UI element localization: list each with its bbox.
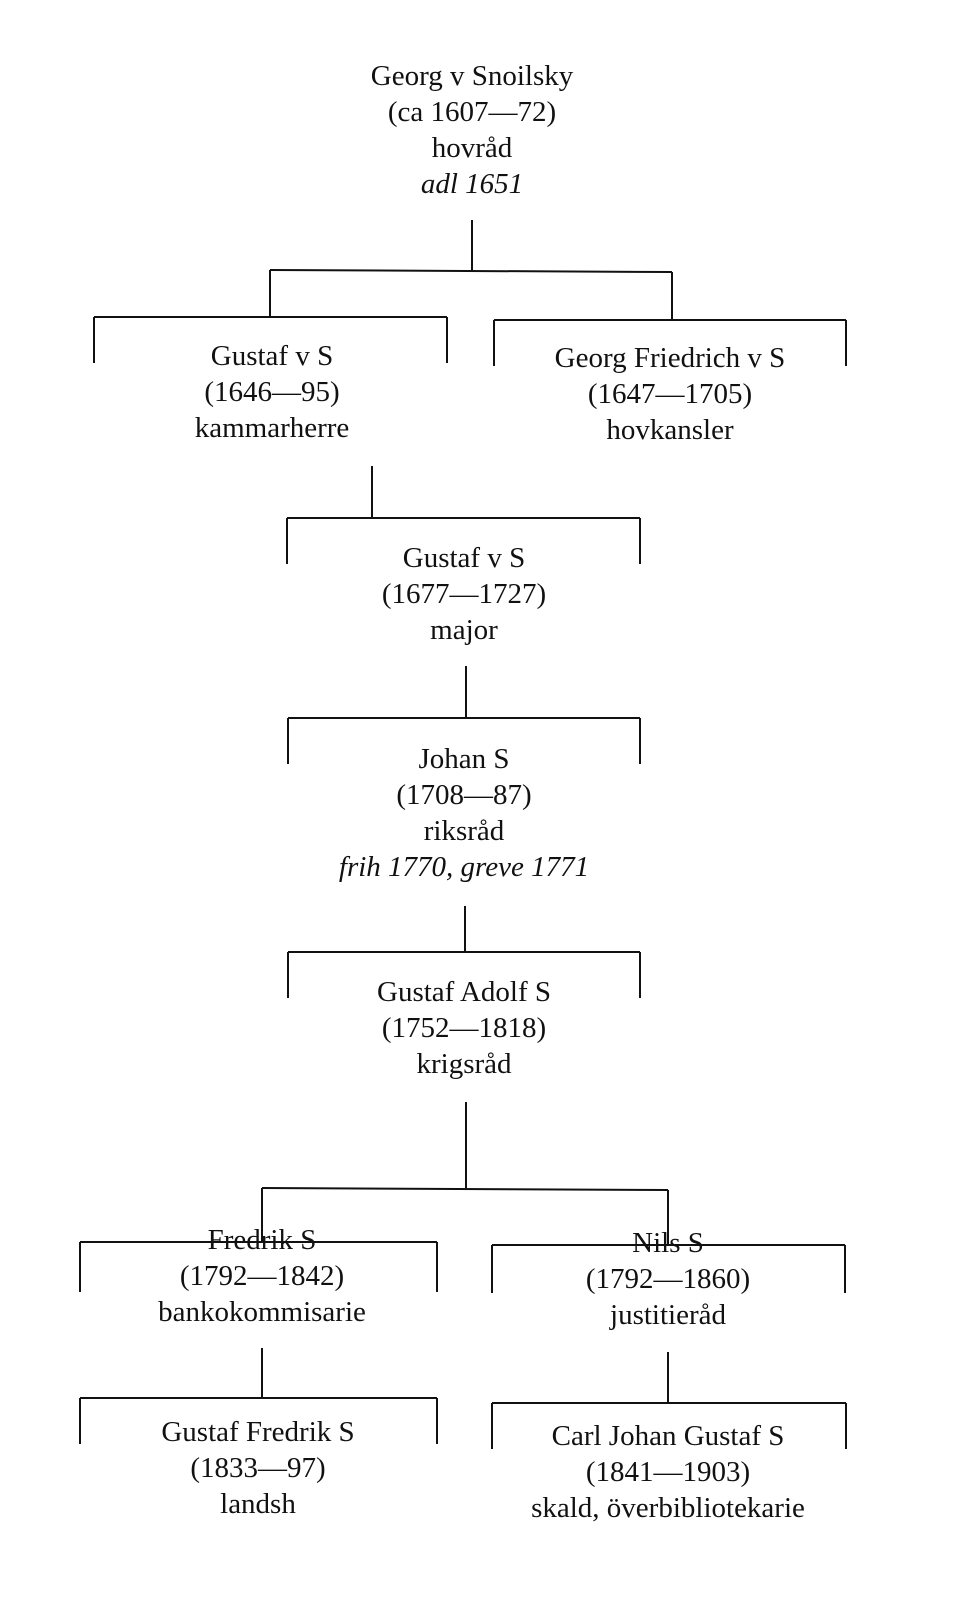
node-title: riksråd [423, 815, 505, 847]
node-name: Carl Johan Gustaf S [551, 1420, 785, 1452]
node-title: bankokommisarie [158, 1296, 366, 1328]
node-dates: (1708—87) [396, 779, 532, 811]
node-title: major [430, 614, 498, 646]
node-title: hovkansler [606, 414, 734, 446]
node-title: justitieråd [610, 1299, 726, 1331]
node-note: adl 1651 [420, 168, 524, 200]
node-name: Gustaf Fredrik S [161, 1416, 355, 1448]
node-note: frih 1770, greve 1771 [338, 851, 590, 883]
node-nils: Nils S (1792—1860) justitieråd [586, 1225, 750, 1333]
sibling-bar-gen1 [269, 269, 673, 273]
node-name: Georg Friedrich v S [554, 342, 786, 374]
node-georg-friedrich: Georg Friedrich v S (1647—1705) hovkansl… [555, 340, 786, 448]
sibling-bar-gen6 [261, 1187, 669, 1191]
node-title: hovråd [431, 132, 513, 164]
node-title: skald, överbibliotekarie [531, 1492, 805, 1524]
node-dates: (1792—1842) [179, 1260, 345, 1292]
node-dates: (1647—1705) [587, 378, 753, 410]
node-dates: (1646—95) [204, 376, 340, 408]
node-name: Georg v Snoilsky [370, 60, 574, 92]
node-dates: (ca 1607—72) [387, 96, 557, 128]
node-dates: (1833—97) [190, 1452, 326, 1484]
node-name: Johan S [418, 743, 510, 775]
node-dates: (1677—1727) [381, 578, 547, 610]
node-gustaf-1646: Gustaf v S (1646—95) kammarherre [195, 338, 350, 446]
node-name: Gustaf Adolf S [377, 976, 551, 1008]
node-title: landsh [220, 1488, 296, 1520]
node-fredrik: Fredrik S (1792—1842) bankokommisarie [158, 1222, 366, 1330]
node-name: Gustaf v S [402, 542, 526, 574]
node-title: kammarherre [194, 412, 350, 444]
node-johan: Johan S (1708—87) riksråd frih 1770, gre… [339, 741, 589, 885]
node-gustaf-fredrik: Gustaf Fredrik S (1833—97) landsh [161, 1414, 354, 1522]
node-name: Fredrik S [207, 1224, 317, 1256]
node-gustaf-1677: Gustaf v S (1677—1727) major [382, 540, 546, 648]
node-dates: (1841—1903) [585, 1456, 751, 1488]
node-georg: Georg v Snoilsky (ca 1607—72) hovråd adl… [371, 58, 573, 202]
node-dates: (1752—1818) [381, 1012, 547, 1044]
node-name: Gustaf v S [210, 340, 334, 372]
node-carl-johan-gustaf: Carl Johan Gustaf S (1841—1903) skald, ö… [531, 1418, 805, 1526]
node-name: Nils S [632, 1227, 704, 1259]
node-title: krigsråd [416, 1048, 512, 1080]
node-dates: (1792—1860) [585, 1263, 751, 1295]
node-gustaf-adolf: Gustaf Adolf S (1752—1818) krigsråd [377, 974, 551, 1082]
